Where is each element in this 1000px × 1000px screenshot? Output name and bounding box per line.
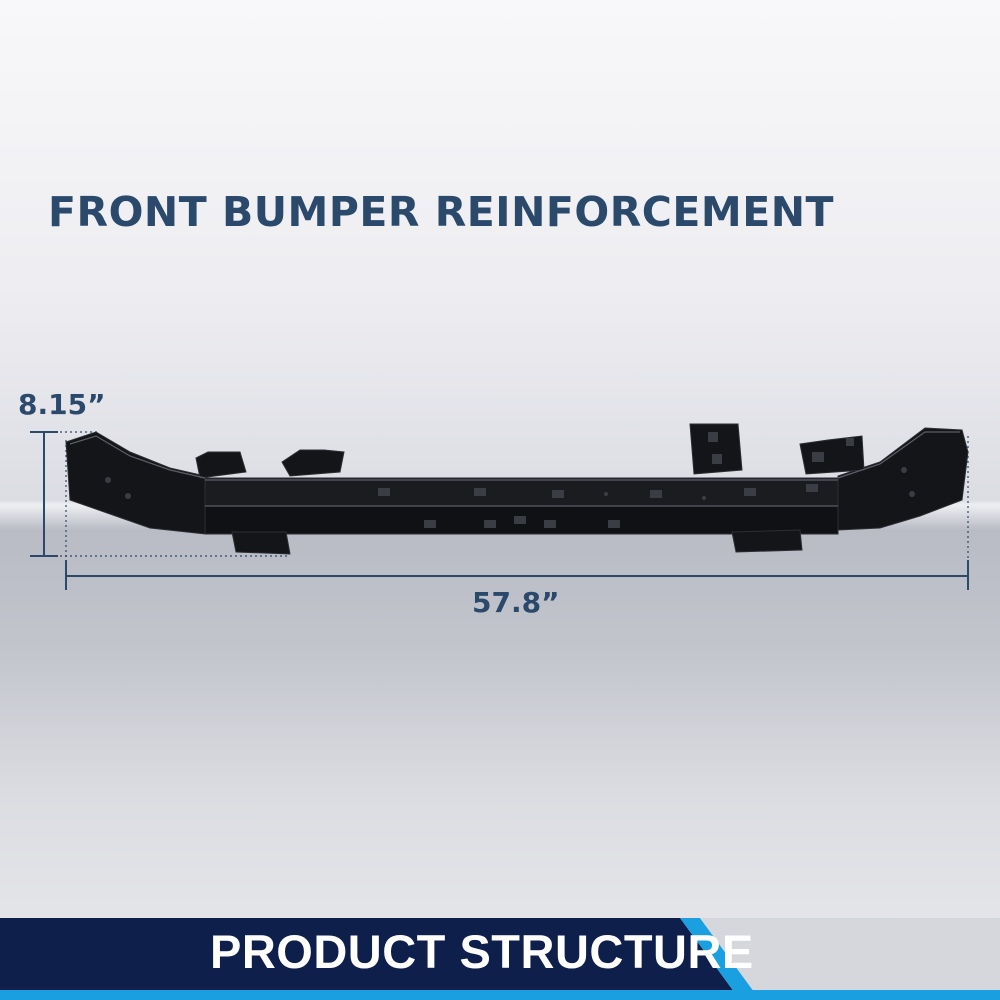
height-dimension-label: 8.15” (18, 388, 106, 421)
bumper-reinforcement-part (65, 423, 969, 555)
page-title: FRONT BUMPER REINFORCEMENT (48, 188, 834, 236)
width-dimension-label: 57.8” (472, 586, 560, 619)
part-highlights (69, 431, 960, 507)
height-dimension-line (30, 431, 58, 557)
banner-background (0, 918, 1000, 1000)
dotted-guides (60, 431, 969, 568)
part-details (105, 432, 915, 528)
width-dimension-line (65, 560, 969, 590)
product-structure-banner: PRODUCT STRUCTURE (210, 925, 754, 978)
